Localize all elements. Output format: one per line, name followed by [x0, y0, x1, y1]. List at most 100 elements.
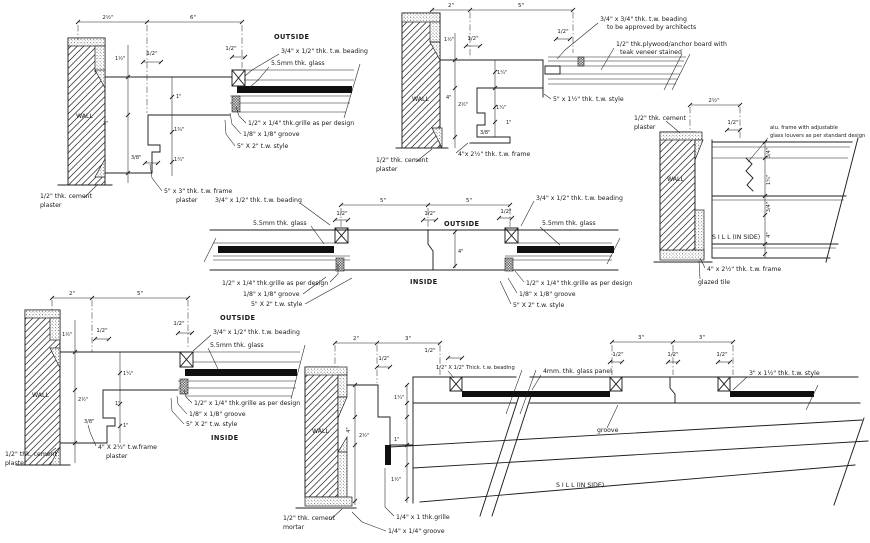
wall-label: WALL — [412, 96, 429, 103]
dim: 2½" — [359, 432, 369, 439]
dim: 1/2" — [424, 211, 435, 217]
dim: 2" — [353, 336, 359, 342]
leader — [531, 374, 542, 391]
glass-band — [462, 391, 610, 397]
board-label: teak veneer stained — [620, 49, 682, 56]
center-lines — [689, 107, 741, 140]
sill-label: S I L L (IN SIDE) — [712, 234, 760, 241]
plaster-label: 1/2" thk. cement — [634, 115, 687, 122]
dim: 2½" — [458, 101, 468, 108]
wall-hatch — [304, 366, 339, 498]
leader — [384, 468, 395, 517]
leader — [556, 22, 599, 60]
dim: 1/2" — [96, 328, 107, 334]
plaster-label: 1/2" thk. cement — [40, 193, 93, 200]
grille-bar — [385, 445, 391, 465]
leader — [310, 225, 325, 245]
leader — [235, 106, 247, 124]
z-joint — [669, 376, 676, 404]
detail-1-top-left-jamb: 2½" 6" 1/2" 1/2" 1½" 3" 3/8" 1" 1¾" 1¼" … — [40, 14, 368, 209]
dim: 3/8" — [131, 155, 141, 161]
wall-label: WALL — [76, 113, 93, 120]
grille-label: 1/4" x 1 thk.grille — [396, 514, 450, 521]
board-lines — [548, 53, 691, 91]
groove-label: groove — [597, 427, 619, 434]
break-marks — [505, 369, 819, 415]
frame-label: 4" X 2½" t.w.frame — [98, 443, 157, 451]
leader — [698, 260, 701, 280]
beading-label: 3/4" x 3/4" thk. t.w. beading — [600, 16, 687, 23]
frame-label: plaster — [106, 453, 128, 460]
leader — [207, 347, 219, 370]
mortar-band — [304, 496, 353, 507]
dim: 1/2" — [467, 36, 478, 42]
grille-block — [231, 95, 241, 113]
louver-label: alu. frame with adjustable — [770, 125, 838, 131]
dim: 3" — [103, 121, 108, 127]
beading-label: 3/4" x 1/2" thk. t.w. beading — [213, 329, 300, 336]
dim: 5" — [518, 3, 524, 9]
wall-label: WALL — [312, 428, 329, 435]
center-lines — [334, 345, 441, 383]
dim: 3" — [699, 335, 705, 341]
frame-profile — [439, 59, 544, 144]
dim: 2" — [69, 291, 75, 297]
dim: 4" — [458, 249, 463, 255]
dim: 2½" — [708, 97, 719, 104]
dim: 2½" — [78, 396, 88, 403]
dim: 6" — [190, 15, 196, 21]
plaster-label: plaster — [5, 460, 27, 467]
plaster-strip — [429, 21, 441, 43]
mortar-label: 1/2" thk. cement — [283, 515, 336, 522]
grille-label: 1/2" x 1/4" thk.grille as per design — [194, 400, 300, 407]
tile-label: glazed tile — [698, 279, 730, 286]
plaster-wedge — [429, 41, 441, 62]
sill-lines — [389, 417, 869, 506]
leader — [351, 511, 387, 532]
plaster-label: plaster — [376, 166, 398, 173]
dim: 4" — [346, 427, 352, 432]
dim: 1/2" — [557, 29, 568, 35]
dim: 3" — [405, 336, 411, 342]
dim: 3/8" — [84, 419, 94, 425]
plaster-wedge — [694, 139, 704, 161]
center-lines — [51, 300, 189, 352]
louver-blade — [745, 157, 754, 192]
beading-label: 3/4" x 1/2" thk. t.w. beading — [536, 195, 623, 202]
dim: 1½" — [62, 331, 72, 338]
grille-label: 1/2" x 1/4" thk.grille as per design — [526, 280, 632, 287]
dim: 1/2" — [146, 51, 157, 57]
dim: 1¾" — [174, 127, 184, 133]
plaster-wedge — [94, 157, 106, 178]
frame-label: 4"x 2½" thk. t.w. frame — [458, 150, 530, 158]
leader — [520, 200, 535, 227]
louver-frame — [711, 137, 859, 263]
dim-ticks — [75, 19, 245, 25]
leader — [176, 395, 188, 415]
plaster-cap — [24, 309, 61, 319]
dim: 1½" — [115, 55, 125, 62]
leader — [600, 47, 615, 71]
leader — [244, 53, 280, 77]
outside-label: OUTSIDE — [444, 220, 480, 228]
plaster-label: 1/2" thk. cement — [376, 157, 429, 164]
dim: 1/2" — [173, 321, 184, 327]
leader — [499, 280, 512, 305]
dim: 1¼" — [394, 395, 404, 401]
dim: 1/2" — [716, 352, 727, 358]
beading-block — [334, 227, 349, 244]
dim: 1¼" — [496, 105, 506, 111]
frame-label: 5" x 3" thk. t.w. frame — [164, 188, 232, 195]
plaster-wedge — [431, 127, 443, 149]
glazing-lines — [203, 237, 621, 265]
style-label: 5" X 2" t.w. style — [186, 421, 238, 428]
plaster-cap — [67, 37, 106, 47]
leader — [699, 257, 706, 269]
dim: 1/2" — [225, 46, 236, 52]
dim: 1¼" — [497, 70, 507, 76]
leader — [224, 119, 236, 147]
groove-small-label: 1/4" x 1/4" groove — [388, 528, 445, 535]
detail-5-bottom-left-jamb: 2" 5" 1/2" 1/2" 1½" 2½" 3/8" 1¼" 1" 1" W… — [5, 291, 306, 467]
plaster-label: 1/2" thk. cement — [5, 451, 58, 458]
